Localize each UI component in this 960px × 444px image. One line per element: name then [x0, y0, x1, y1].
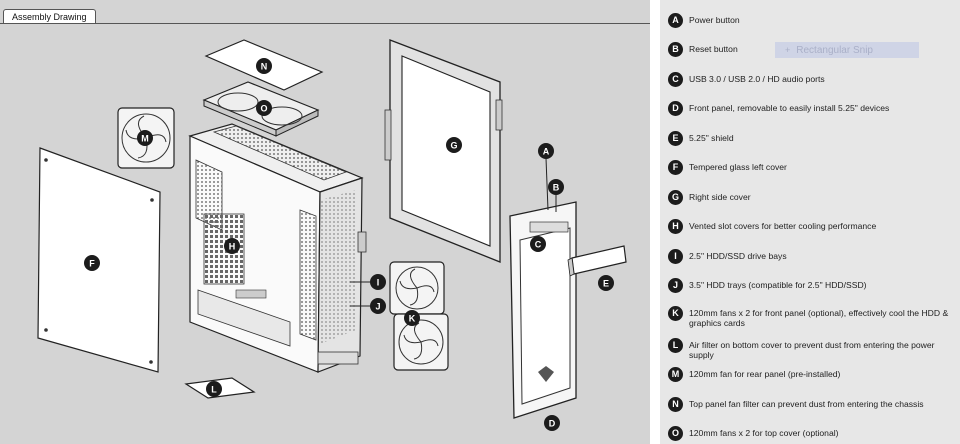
legend-item-O: O 120mm fans x 2 for top cover (optional) [668, 426, 958, 441]
svg-text:D: D [549, 419, 556, 429]
front-panel [509, 201, 577, 419]
legend-badge: G [668, 190, 683, 205]
legend-badge: J [668, 278, 683, 293]
legend-text: Tempered glass left cover [689, 162, 787, 172]
label-K: K [404, 310, 420, 326]
svg-text:N: N [261, 62, 268, 72]
legend-badge: O [668, 426, 683, 441]
label-B: B [548, 179, 564, 195]
svg-text:F: F [89, 259, 95, 269]
legend-text: Reset button [689, 44, 738, 54]
exploded-case-diagram: A B C D E F G H I J K L M N O [37, 39, 627, 431]
snip-label: Rectangular Snip [796, 45, 873, 56]
svg-text:L: L [211, 385, 217, 395]
legend-item-F: F Tempered glass left cover [668, 160, 958, 175]
legend-badge: N [668, 397, 683, 412]
legend-text: USB 3.0 / USB 2.0 / HD audio ports [689, 74, 825, 84]
legend-text: Power button [689, 15, 740, 25]
label-O: O [256, 100, 272, 116]
svg-text:I: I [377, 278, 380, 288]
legend-badge: F [668, 160, 683, 175]
tab-underline [0, 23, 650, 24]
legend-text: Vented slot covers for better cooling pe… [689, 221, 877, 231]
label-F: F [84, 255, 100, 271]
svg-text:O: O [260, 104, 267, 114]
label-J: J [370, 298, 386, 314]
legend-text: 120mm fan for rear panel (pre-installed) [689, 369, 841, 379]
legend-item-H: H Vented slot covers for better cooling p… [668, 219, 958, 234]
legend-badge: D [668, 101, 683, 116]
legend-item-A: A Power button [668, 13, 958, 28]
legend-item-D: D Front panel, removable to easily instal… [668, 101, 958, 116]
legend-item-K: K 120mm fans x 2 for front panel (optiona… [668, 306, 958, 328]
legend-badge: I [668, 249, 683, 264]
legend-item-I: I 2.5" HDD/SSD drive bays [668, 249, 958, 264]
legend-badge: L [668, 338, 683, 353]
label-E: E [598, 275, 614, 291]
legend-item-C: C USB 3.0 / USB 2.0 / HD audio ports [668, 72, 958, 87]
legend-item-L: L Air filter on bottom cover to prevent d… [668, 338, 958, 360]
legend-badge: K [668, 306, 683, 321]
legend-text: 120mm fans x 2 for top cover (optional) [689, 428, 839, 438]
svg-text:B: B [553, 183, 560, 193]
legend-item-J: J 3.5" HDD trays (compatible for 2.5" HDD… [668, 278, 958, 293]
legend-text: Air filter on bottom cover to prevent du… [689, 340, 935, 360]
plus-icon: + [785, 45, 791, 55]
right-side-cover [384, 39, 503, 263]
legend-item-M: M 120mm fan for rear panel (pre-installed… [668, 367, 958, 382]
leader-lines [350, 157, 557, 307]
legend-badge: C [668, 72, 683, 87]
legend-item-G: G Right side cover [668, 190, 958, 205]
label-I: I [370, 274, 386, 290]
chassis-body [188, 123, 367, 373]
svg-text:G: G [450, 141, 457, 151]
legend-text: Front panel, removable to easily install… [689, 103, 890, 113]
label-N: N [256, 58, 272, 74]
legend-text: Top panel fan filter can prevent dust fr… [689, 399, 924, 409]
label-D: D [544, 415, 560, 431]
svg-text:J: J [375, 302, 380, 312]
drive-shield [567, 245, 627, 277]
label-H: H [224, 238, 240, 254]
front-fans [389, 261, 449, 371]
svg-text:K: K [409, 314, 416, 324]
legend-badge: A [668, 13, 683, 28]
svg-text:M: M [141, 134, 149, 144]
label-C: C [530, 236, 546, 252]
legend-item-B: B Reset button [668, 42, 958, 57]
assembly-drawing-panel: Assembly Drawing [0, 9, 650, 431]
svg-text:E: E [603, 279, 609, 289]
legend-item-E: E 5.25" shield [668, 131, 958, 146]
svg-text:A: A [543, 147, 550, 157]
label-M: M [137, 130, 153, 146]
legend-text: 120mm fans x 2 for front panel (optional… [689, 308, 949, 328]
svg-text:H: H [229, 242, 236, 252]
legend-text: 3.5" HDD trays (compatible for 2.5" HDD/… [689, 280, 867, 290]
drawing-tab-label: Assembly Drawing [3, 9, 96, 24]
parts-legend: A Power button B Reset button C USB 3.0 / U… [660, 0, 960, 444]
legend-badge: M [668, 367, 683, 382]
legend-badge: H [668, 219, 683, 234]
legend-badge: E [668, 131, 683, 146]
rectangular-snip-overlay[interactable]: + Rectangular Snip [775, 42, 919, 58]
legend-item-N: N Top panel fan filter can prevent dust f… [668, 397, 958, 412]
legend-text: 2.5" HDD/SSD drive bays [689, 251, 787, 261]
svg-text:C: C [535, 240, 542, 250]
label-A: A [538, 143, 554, 159]
label-G: G [446, 137, 462, 153]
legend-badge: B [668, 42, 683, 57]
label-L: L [206, 381, 222, 397]
panel-divider [650, 0, 660, 444]
legend-text: Right side cover [689, 192, 751, 202]
legend-text: 5.25" shield [689, 133, 734, 143]
